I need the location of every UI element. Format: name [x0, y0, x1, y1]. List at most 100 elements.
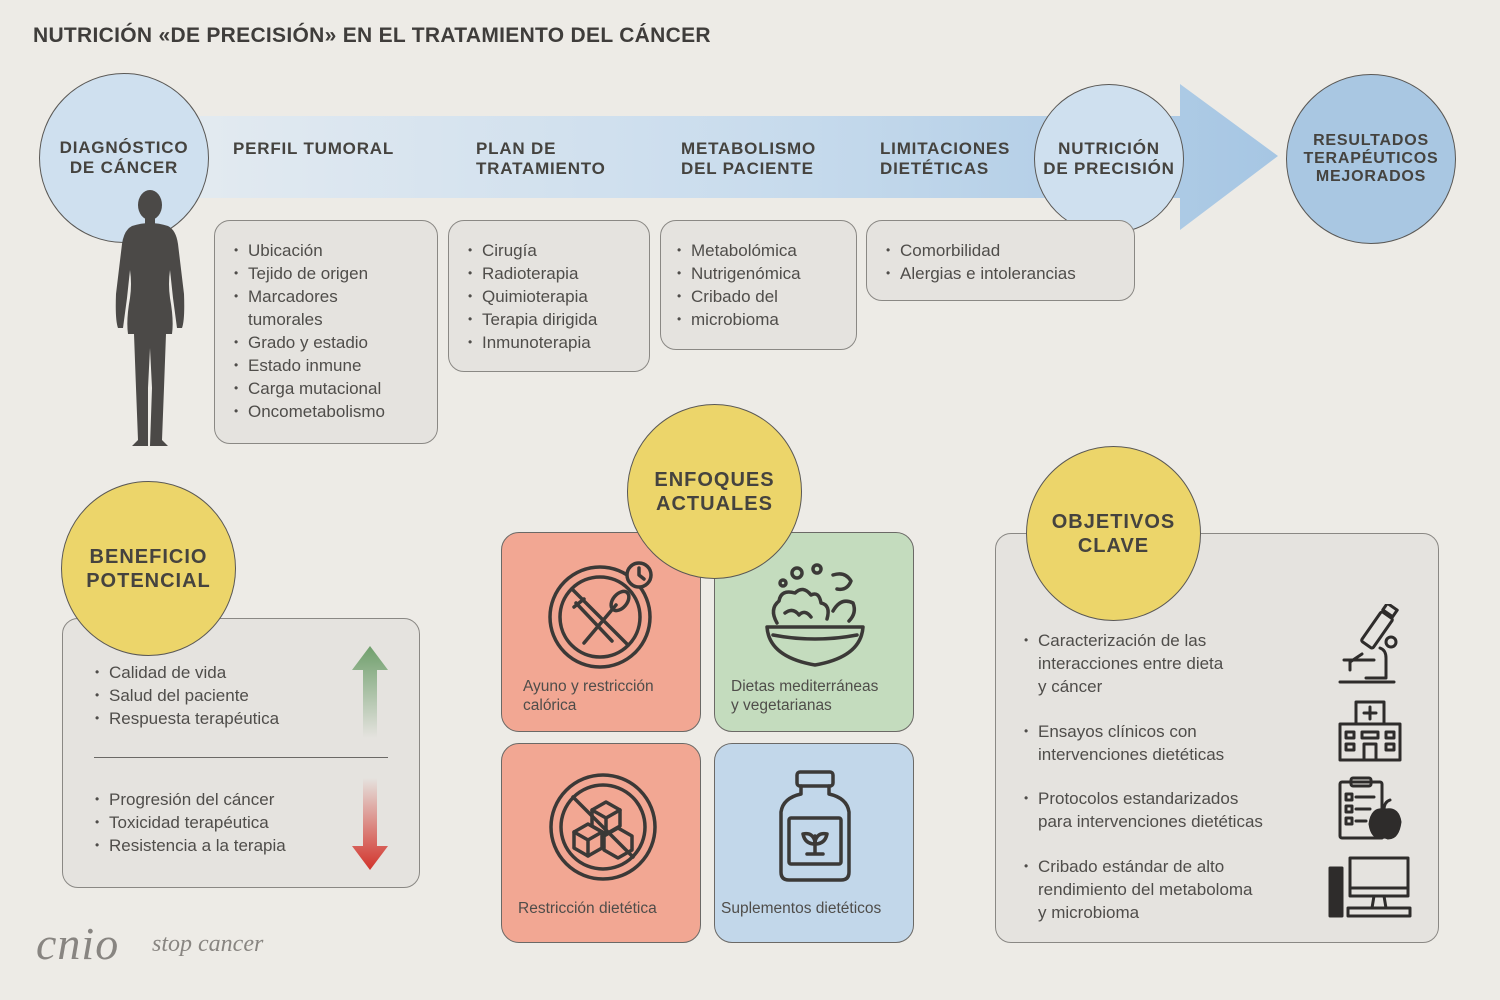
dietary-limitations-list: Comorbilidad Alergias e intolerancias [886, 239, 1134, 285]
divider [94, 757, 388, 758]
stage-label-line1: METABOLISMO [681, 139, 817, 158]
benefit-negative-list: Progresión del cáncer Toxicidad terapéut… [95, 788, 286, 857]
line: y cáncer [1038, 677, 1103, 696]
hospital-icon [1338, 700, 1402, 762]
list-item: Respuesta terapéutica [95, 707, 279, 730]
list-item: Carga mutacional [234, 377, 437, 400]
result-label-line2: TERAPÉUTICOS [1303, 150, 1439, 167]
arrow-down-icon [352, 778, 388, 870]
objective-item: Ensayos clínicos con intervenciones dieté… [1024, 720, 1224, 766]
line: Ensayos clínicos con [1038, 722, 1197, 741]
approach-tile-label: Suplementos dietéticos [721, 899, 881, 918]
supplement-jar-icon [779, 770, 851, 882]
objective-item: Protocolos estandarizados para intervenci… [1024, 787, 1263, 833]
list-item: Tejido de origen [234, 262, 437, 285]
label-line1: Ayuno y restricción [523, 678, 654, 695]
clipboard-apple-icon [1338, 776, 1402, 840]
list-item: Marcadores [234, 285, 437, 308]
arrow-up-icon [352, 646, 388, 738]
approach-tile-label: Dietas mediterráneas y vegetarianas [731, 677, 878, 715]
result-label-line3: MEJORADOS [1315, 168, 1427, 185]
objectives-label-line2: CLAVE [1077, 534, 1150, 557]
approach-tile-label: Restricción dietética [518, 899, 657, 918]
computer-icon [1328, 856, 1412, 918]
label-line1: Restricción dietética [518, 900, 657, 917]
label-line1: Suplementos dietéticos [721, 900, 882, 917]
list-item: Quimioterapia [468, 285, 649, 308]
list-item: Ubicación [234, 239, 437, 262]
list-item: Estado inmune [234, 354, 437, 377]
stage-label-tumor-profile: PERFIL TUMORAL [233, 139, 394, 159]
objective-text: Protocolos estandarizados para intervenci… [1024, 787, 1263, 833]
flow-arrow [120, 84, 1278, 230]
diagnosis-label-line2: DE CÁNCER [69, 158, 179, 177]
line: y microbioma [1038, 903, 1140, 922]
list-item: Grado y estadio [234, 331, 437, 354]
no-sugar-cubes-icon [549, 773, 657, 881]
tumor-profile-list: Ubicación Tejido de origen Marcadores tu… [234, 239, 437, 423]
benefit-positive-list: Calidad de vida Salud del paciente Respu… [95, 661, 279, 730]
cnio-logo: cnio [36, 918, 120, 969]
precision-label-line1: NUTRICIÓN [1058, 139, 1160, 158]
objective-item: Caracterización de las interacciones entr… [1024, 629, 1223, 698]
stage-label-line1: PLAN DE [476, 139, 557, 158]
list-item: Alergias e intolerancias [886, 262, 1134, 285]
list-item: Calidad de vida [95, 661, 279, 684]
patient-metabolism-list: Metabolómica Nutrigenómica Cribado del m… [677, 239, 856, 331]
line: Caracterización de las [1038, 631, 1207, 650]
result-label-line1: RESULTADOS [1313, 132, 1429, 149]
stage-label-line2: DEL PACIENTE [681, 159, 814, 178]
no-eating-clock-icon [548, 561, 653, 669]
objective-text: Ensayos clínicos con intervenciones dieté… [1024, 720, 1224, 766]
label-line2: y vegetarianas [731, 697, 832, 714]
microscope-icon [1338, 604, 1399, 684]
list-item: Comorbilidad [886, 239, 1134, 262]
line: Cribado estándar de alto [1038, 857, 1225, 876]
stage-label-line1: PERFIL TUMORAL [233, 139, 395, 158]
stage-label-line2: DIETÉTICAS [880, 159, 990, 178]
logo-tagline: stop cancer [152, 931, 264, 957]
diagnosis-label-line1: DIAGNÓSTICO [59, 138, 189, 157]
list-item: Cirugía [468, 239, 649, 262]
label-line1: Dietas mediterráneas [731, 678, 879, 695]
approach-tile-supplements: Suplementos dietéticos [714, 743, 914, 943]
list-item: Metabolómica [677, 239, 856, 262]
patient-metabolism-box: Metabolómica Nutrigenómica Cribado del m… [660, 220, 857, 350]
approach-tile-label: Ayuno y restricción calórica [523, 677, 654, 715]
line: Protocolos estandarizados [1038, 789, 1239, 808]
list-item: Progresión del cáncer [95, 788, 286, 811]
tumor-profile-box: Ubicación Tejido de origen Marcadores tu… [214, 220, 438, 444]
stage-label-line2: TRATAMIENTO [476, 159, 606, 178]
human-silhouette-icon [115, 190, 185, 446]
line: interacciones entre dieta [1038, 654, 1224, 673]
list-item: Cribado del [677, 285, 856, 308]
approaches-label-line2: ACTUALES [656, 492, 773, 515]
list-item: Radioterapia [468, 262, 649, 285]
list-item: Resistencia a la terapia [95, 834, 286, 857]
list-item: Toxicidad terapéutica [95, 811, 286, 834]
approach-tile-dietary-restriction: Restricción dietética [501, 743, 701, 943]
benefit-label-line2: POTENCIAL [86, 569, 211, 592]
objective-text: Caracterización de las interacciones entr… [1024, 629, 1223, 698]
treatment-plan-box: Cirugía Radioterapia Quimioterapia Terap… [448, 220, 650, 372]
line: intervenciones dietéticas [1038, 745, 1225, 764]
line: para intervenciones dietéticas [1038, 812, 1263, 831]
benefit-label-line1: BENEFICIO [89, 545, 208, 568]
list-item: tumorales [248, 310, 323, 329]
objectives-label-line1: OBJETIVOS [1051, 510, 1176, 533]
list-item: microbioma [677, 308, 856, 331]
label-line2: calórica [523, 697, 577, 714]
list-item: Terapia dirigida [468, 308, 649, 331]
precision-label-line2: DE PRECISIÓN [1043, 159, 1175, 178]
